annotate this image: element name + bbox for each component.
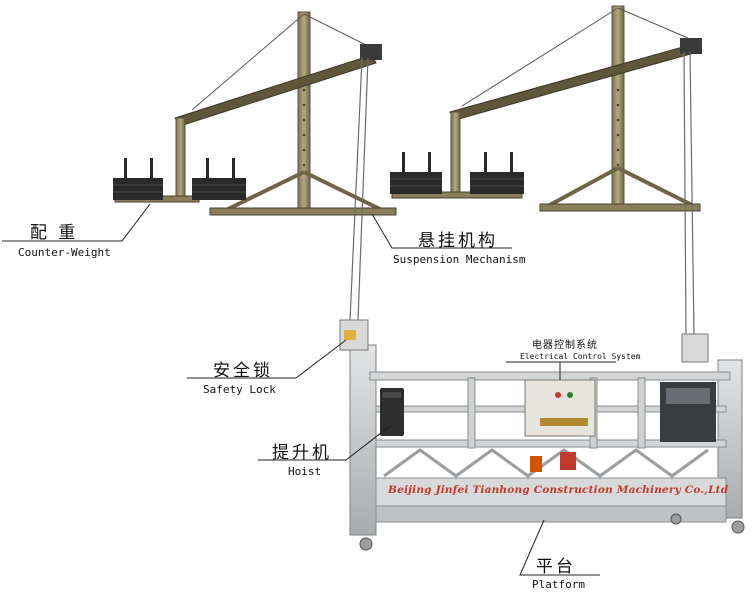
hoist-label-en: Hoist — [288, 465, 321, 478]
platform-brand-text: Beijing Jinfei Tianhong Construction Mac… — [388, 484, 718, 496]
platform-cage — [350, 345, 744, 550]
safety-lock-label-zh: 安全锁 — [213, 356, 273, 381]
control-system-label-en: Electrical Control System — [520, 352, 640, 361]
right-suspension-mechanism — [390, 6, 702, 211]
control-system-label-zh: 电器控制系统 — [532, 336, 598, 351]
counterweight-label-zh: 配 重 — [30, 218, 78, 243]
safety-lock-label-en: Safety Lock — [203, 383, 276, 396]
suspension-label-en: Suspension Mechanism — [393, 253, 525, 266]
hoist-label-zh: 提升机 — [272, 438, 332, 463]
hoist-motor-right — [660, 382, 716, 442]
platform-label-zh: 平台 — [536, 552, 576, 577]
platform-label-en: Platform — [532, 578, 585, 591]
safety-lock-device — [340, 320, 368, 350]
counterweight-label-en: Counter-Weight — [18, 246, 111, 259]
left-suspension-mechanism — [113, 12, 396, 215]
hoist-motor — [380, 388, 404, 436]
control-box — [525, 380, 595, 472]
safety-lock-device-right — [682, 334, 708, 362]
suspension-label-zh: 悬挂机构 — [418, 226, 498, 251]
